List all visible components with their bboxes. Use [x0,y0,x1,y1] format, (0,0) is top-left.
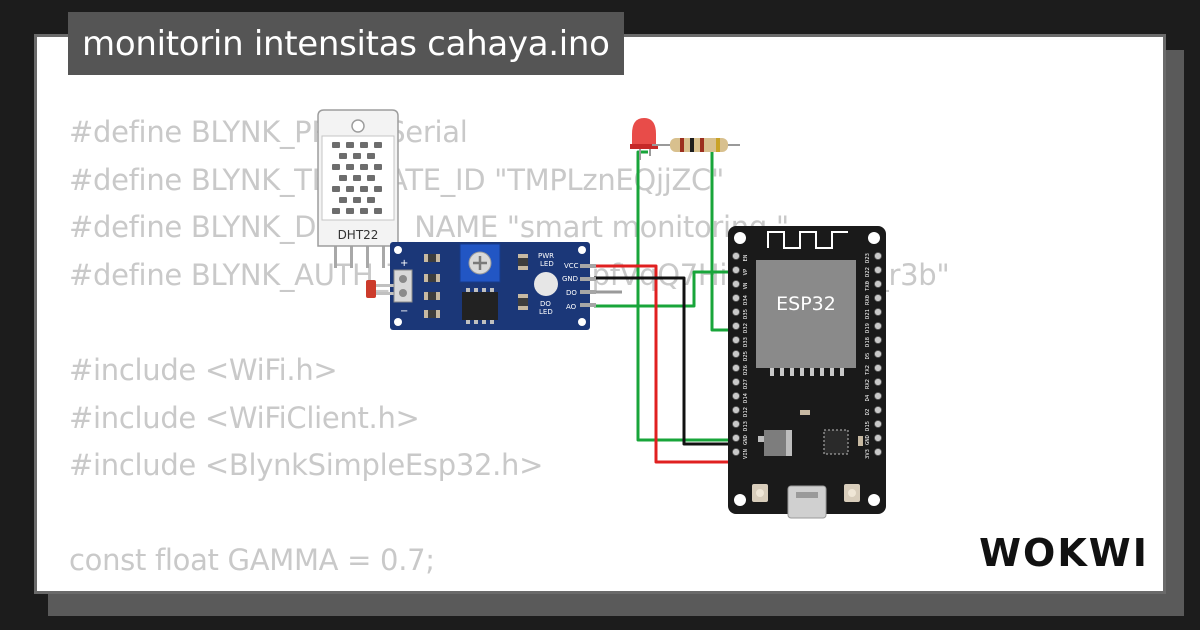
ldr-pin-vcc: VCC [564,262,579,270]
esp32-pin-label: D33 [743,337,749,347]
esp32-pin-label: 3V3 [865,449,871,459]
esp32-pin-label: RX0 [865,295,871,305]
esp32-pin-label: D19 [865,323,871,333]
photoresistor [366,280,376,298]
usb-port [787,485,827,519]
wire-red-vcc-vin [594,264,736,464]
esp32-pin-label: GND [743,435,749,445]
esp32-pin-label: D15 [865,421,871,431]
wire-green-led-gnd [636,150,736,442]
esp32-label: ESP32 [776,293,836,315]
code-line: const float RL10 = 50; [69,585,949,592]
esp32-pin-label: D12 [743,407,749,417]
esp32-pin-label: D26 [743,365,749,375]
ldr-pin-do: DO [566,289,577,297]
wokwi-logo-text: WOKWI [979,531,1149,574]
code-line: #include <WiFiClient.h> [69,400,420,435]
dht22-grille [332,142,382,214]
esp32-board[interactable]: EN VP VN D34 D35 D32 D33 D25 D26 D27 D14… [728,226,886,519]
esp32-pin-label: TX0 [865,281,871,291]
esp32-pin-label: D34 [743,294,749,305]
svg-text:+: + [400,258,408,269]
esp32-pin-label: VIN [743,449,749,459]
esp32-pin-label: D32 [743,323,749,333]
project-title-bar: monitorin intensitas cahaya.ino [68,12,624,75]
esp32-pin-label: VN [743,283,749,290]
wire-green-ao-vp [594,270,736,308]
wokwi-logo-mark: WOKWI [979,531,1149,575]
esp32-pin-label: D22 [865,267,871,277]
project-title: monitorin intensitas cahaya.ino [82,23,610,64]
module-led [534,272,558,296]
esp32-pin-label: D5 [865,353,871,360]
esp32-pin-label: D27 [743,379,749,389]
esp32-pin-label: D35 [743,309,749,319]
ldr-pin-gnd: GND [562,275,578,283]
esp32-pin-label: EN [743,255,749,262]
esp32-pin-label: VP [743,268,749,275]
dht22-sensor[interactable]: DHT22 [317,109,399,268]
esp32-pin-label: D13 [743,421,749,431]
code-line: #define BLYNK_TEMPLATE_ID "TMPLznEQjjZC" [69,162,725,197]
wire-black-gnd-gnd [594,276,736,446]
svg-text:−: − [400,306,408,317]
code-line: const float GAMMA = 0.7; [69,543,435,578]
antenna [767,231,848,249]
esp32-pin-label: D21 [865,309,871,319]
esp32-module [756,260,856,368]
esp32-pin-label: D23 [865,253,871,263]
wokwi-logo: WOKWI [978,530,1150,575]
esp32-pin-label: D4 [865,394,871,401]
dht22-label: DHT22 [338,228,379,242]
esp32-pin-label: D2 [865,409,871,416]
ldr-pin-ao: AO [566,303,577,311]
code-line: #include <WiFi.h> [69,352,338,387]
code-line: #include <BlynkSimpleEsp32.h> [69,448,544,483]
red-led[interactable] [630,118,658,160]
wires [594,143,736,464]
esp32-pin-label: D14 [743,392,749,403]
esp32-pin-label: D18 [865,337,871,347]
esp32-pin-label: RX2 [865,379,871,389]
esp32-pin-label: TX2 [865,365,871,375]
esp32-pin-label: D25 [743,351,749,361]
esp32-pin-label: GND [865,435,871,445]
resistor[interactable] [652,138,740,152]
